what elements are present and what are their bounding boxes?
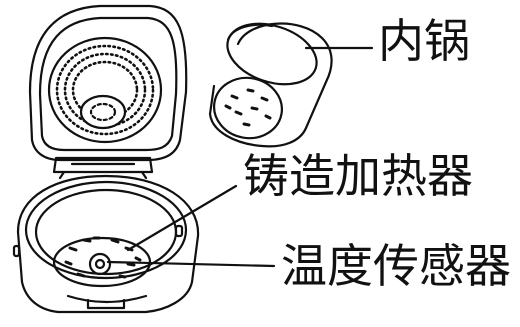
label-inner-pot: 内锅: [378, 14, 470, 68]
lid-hinge: [52, 156, 154, 180]
leader-line-temperature-sensor: [106, 260, 276, 268]
lid-steam-plate: [47, 36, 163, 144]
cooker-body: [16, 174, 200, 314]
inner-pot: [208, 22, 333, 148]
lid-center-cap: [79, 94, 127, 130]
side-latch: [12, 224, 184, 258]
label-temperature-sensor: 温度传感器: [281, 239, 511, 293]
temperature-sensor-knob: [88, 252, 112, 276]
cooker-lid: [28, 4, 188, 162]
leader-line-cast-heater: [126, 184, 238, 252]
label-cast-heater: 铸造加热器: [243, 149, 473, 203]
